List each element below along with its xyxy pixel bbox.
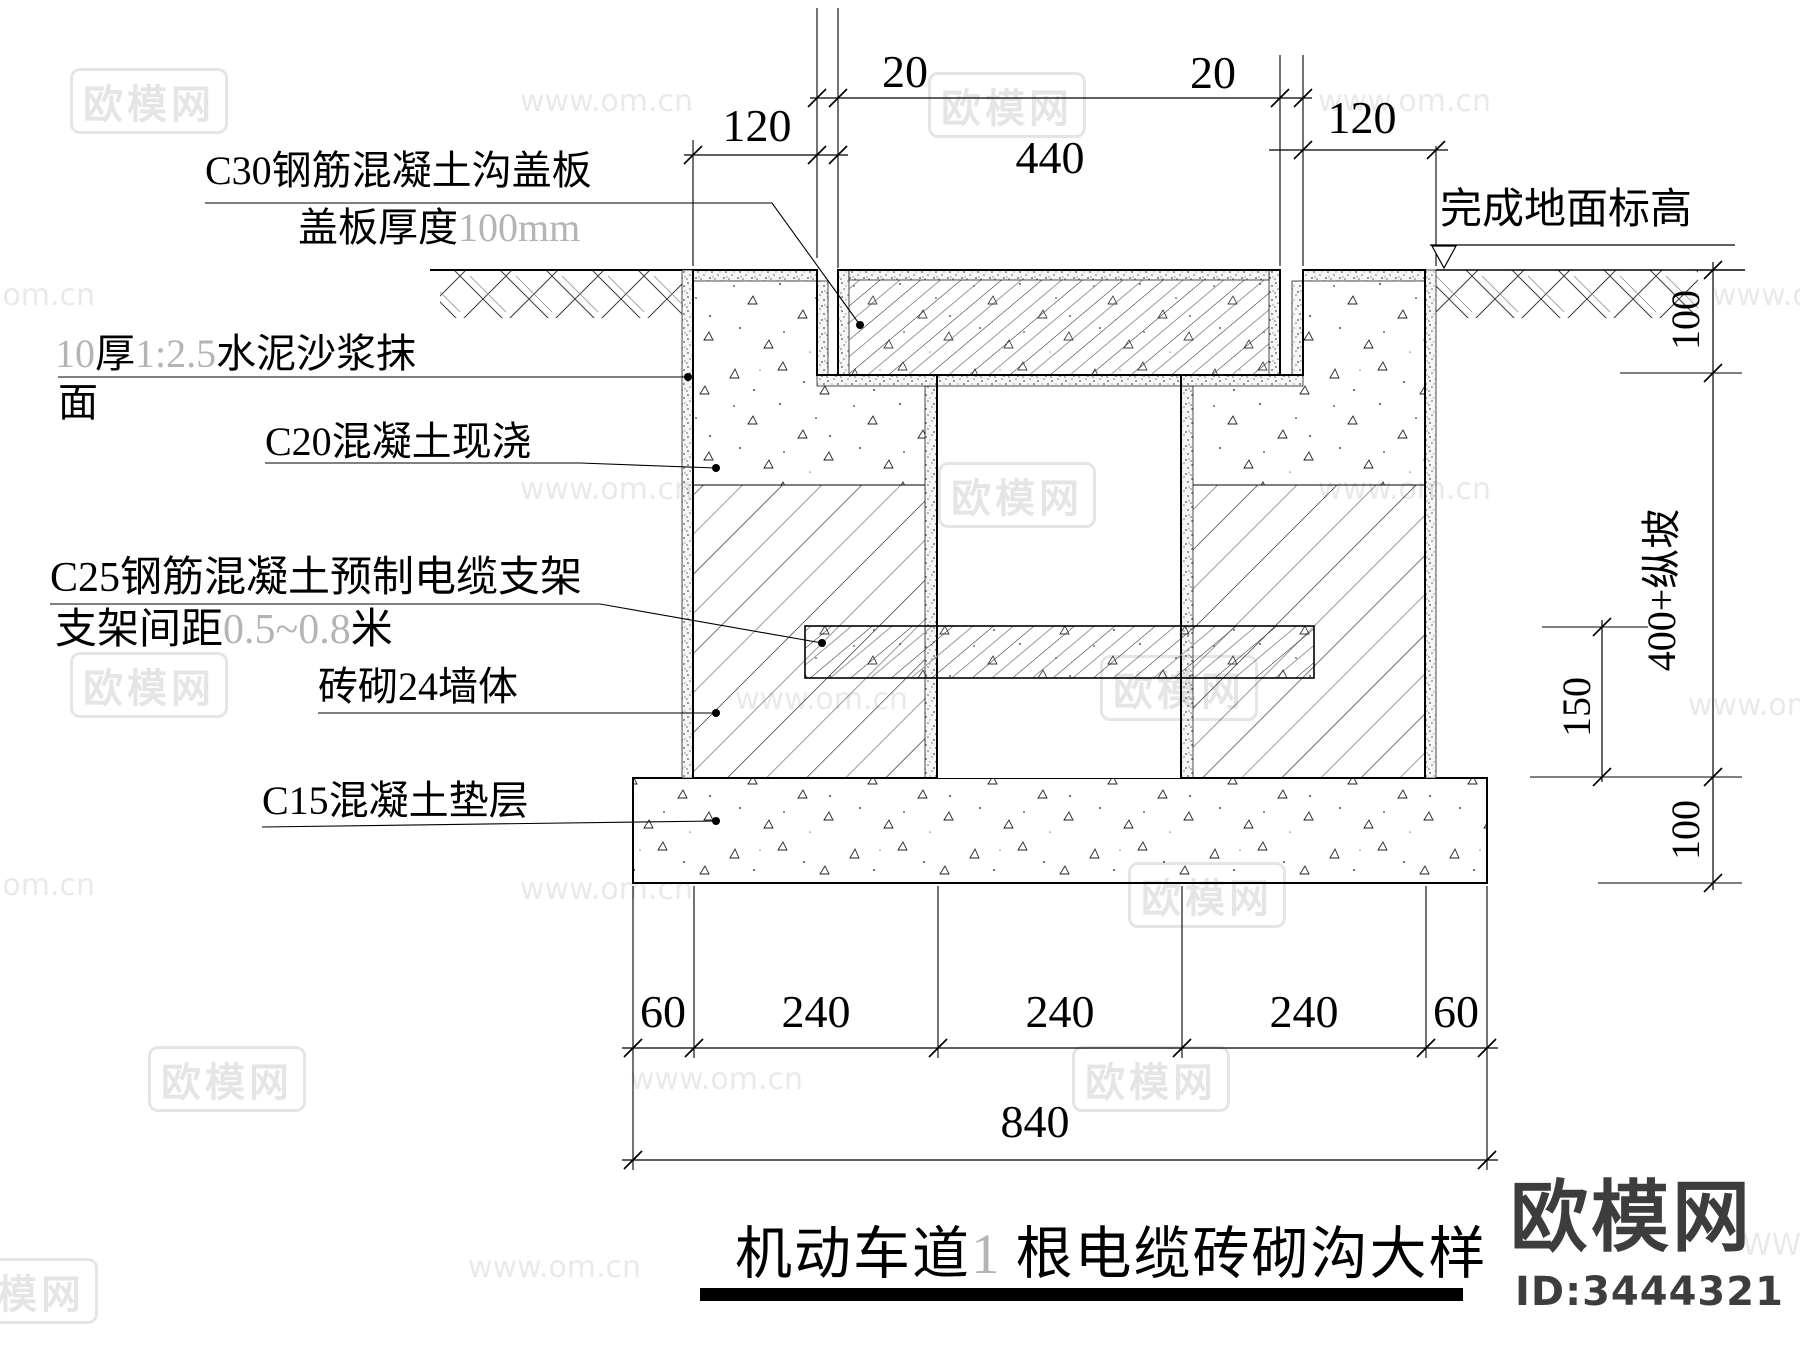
watermark-text: 欧模网: [148, 1046, 306, 1112]
label-cover-thickness: 盖板厚度100mm: [298, 207, 580, 249]
label-cable-bracket: C25钢筋混凝土预制电缆支架: [50, 556, 582, 600]
label-mortar-10: 10: [55, 331, 95, 376]
dim-bottom-total: 840: [1000, 1095, 1070, 1147]
watermark-text: www.om.cn: [520, 84, 694, 119]
trench-channel: [937, 386, 1181, 778]
watermark-text: 欧模网: [938, 462, 1096, 528]
dim-bottom-edge-right: 60: [1433, 985, 1479, 1037]
extension-lines: [632, 8, 1742, 1170]
dim-right-cover-depth: 100: [1663, 290, 1708, 350]
watermark-text: 欧模网: [70, 68, 228, 134]
leader-dots: [684, 321, 864, 825]
dim-right-bracket-height: 150: [1554, 677, 1599, 737]
watermark-text: www.om.cn: [735, 682, 909, 717]
label-brick-wall: 砖砌24墙体: [318, 666, 518, 708]
dim-right-slab-thickness: 100: [1663, 800, 1708, 860]
label-mortar-finish: 10厚1:2.5水泥沙浆抹: [55, 333, 416, 375]
site-id: ID:3444321: [1515, 1269, 1784, 1315]
label-mortar-finish-line2: 面: [58, 382, 98, 424]
label-cover-thickness-grey: 100mm: [458, 205, 581, 250]
watermark-text: 欧模网: [1100, 655, 1258, 721]
watermark-text: www.om.cn: [1318, 84, 1492, 119]
watermark-text: WWW.: [1742, 1228, 1800, 1263]
site-logo: 欧模网: [1510, 1173, 1754, 1263]
label-base-layer-text: C15混凝土垫层: [262, 778, 529, 823]
dim-bottom-wall-right: 240: [1269, 985, 1339, 1037]
label-ground-level: 完成地面标高: [1440, 188, 1692, 232]
label-mortar-text: 水泥沙浆抹: [216, 331, 417, 376]
label-cast-concrete-text: C20混凝土现浇: [265, 419, 532, 464]
label-brick-wall-text: 砖砌24墙体: [318, 664, 518, 709]
label-mortar-hou: 厚: [95, 331, 135, 376]
label-mortar-mian: 面: [58, 380, 98, 425]
label-bracket-spacing-grey: 0.5~0.8: [223, 607, 351, 653]
dimension-ticks: [623, 88, 1723, 1170]
watermark-text: www.om.cn: [1318, 472, 1492, 507]
label-cable-bracket-text: C25钢筋混凝土预制电缆支架: [50, 555, 583, 601]
label-base-layer: C15混凝土垫层: [262, 780, 529, 822]
label-bracket-spacing-black: 支架间距: [55, 607, 224, 653]
label-ground-level-text: 完成地面标高: [1440, 187, 1693, 233]
label-bracket-spacing-unit: 米: [350, 607, 393, 653]
watermark-text: 欧模网: [1128, 862, 1286, 928]
dim-top-wall-left: 120: [722, 99, 792, 151]
title-underline: [700, 1288, 1463, 1301]
label-mortar-ratio: 1:2.5: [135, 331, 217, 376]
watermark-text: www.om.cn: [0, 278, 96, 313]
cable-bracket: [804, 625, 1315, 679]
dimension-lines: [622, 97, 1714, 1161]
label-cover-plate: C30钢筋混凝土沟盖板: [205, 150, 592, 192]
watermark-text: www.om.cn: [520, 872, 694, 907]
wall-outlines: [692, 269, 1426, 779]
drawing-title-part2: 根电缆砖砌沟大样: [1015, 1223, 1488, 1286]
dim-bottom-edge-left: 60: [640, 985, 686, 1037]
drawing-title-part1: 机动车道: [735, 1223, 971, 1286]
dim-top-cover-span: 440: [1015, 131, 1085, 183]
watermark-text: www.om.cn: [468, 1250, 642, 1285]
label-cover-thickness-black: 盖板厚度: [298, 205, 458, 250]
watermark-text: www.om.cn: [1688, 688, 1800, 723]
watermark-text: 欧模网: [0, 1258, 98, 1324]
watermark-text: 欧模网: [1072, 1046, 1230, 1112]
base-slab: [632, 777, 1488, 884]
dim-top-gap-right: 20: [1190, 46, 1236, 98]
watermark-text: 欧模网: [928, 72, 1086, 138]
cover-plate: [837, 269, 1281, 376]
dim-top-gap-left: 20: [882, 45, 928, 97]
watermark-text: www.om.cn: [1712, 278, 1800, 313]
soil-hatch: [430, 269, 1745, 318]
watermark-text: www.om.cn: [630, 1062, 804, 1097]
dim-right-trench-depth: 400+纵坡: [1639, 508, 1684, 672]
leader-lines: [50, 202, 861, 828]
label-cover-plate-text: C30钢筋混凝土沟盖板: [205, 148, 592, 193]
label-bracket-spacing: 支架间距0.5~0.8米: [55, 608, 393, 652]
watermark-text: www.om.cn: [0, 868, 96, 903]
cover-mortar-bed: [816, 374, 1304, 387]
dim-top-wall-right: 120: [1327, 91, 1397, 143]
label-cast-concrete: C20混凝土现浇: [265, 421, 532, 463]
watermark-text: www.om.cn: [520, 472, 694, 507]
dim-bottom-wall-left: 240: [781, 985, 851, 1037]
dim-bottom-channel: 240: [1025, 985, 1095, 1037]
drawing-title-number: 1: [971, 1223, 1002, 1286]
watermark-text: 欧模网: [70, 652, 228, 718]
level-marker-icon: [1430, 244, 1735, 270]
